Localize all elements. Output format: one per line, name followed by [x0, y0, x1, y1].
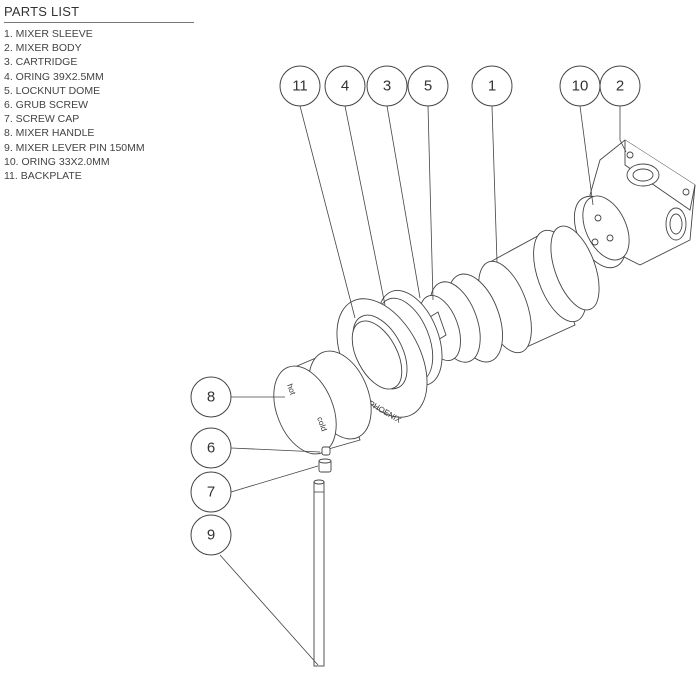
list-item: 8. MIXER HANDLE: [4, 127, 95, 140]
hot-marking: hot: [285, 383, 298, 397]
callout-8: 8: [190, 376, 232, 418]
list-item: 6. GRUB SCREW: [4, 99, 89, 112]
list-item: 7. SCREW CAP: [4, 113, 80, 126]
list-item: 9. MIXER LEVER PIN 150MM: [4, 141, 145, 154]
callout-11: 11: [279, 65, 321, 107]
callout-label: 2: [616, 78, 624, 95]
list-item: 10. ORING 33X2.0MM: [4, 155, 110, 168]
list-item: 5. LOCKNUT DOME: [4, 84, 101, 97]
callout-label: 7: [207, 484, 215, 501]
list-item: 4. ORING 39X2.5MM: [4, 70, 104, 83]
parts-list-items: 1. MIXER SLEEVE 2. MIXER BODY 3. CARTRID…: [4, 27, 194, 183]
callout-label: 5: [424, 78, 432, 95]
parts-list: PARTS LIST 1. MIXER SLEEVE 2. MIXER BODY…: [4, 4, 194, 183]
callout-label: 4: [341, 78, 349, 95]
callout-2: 2: [599, 65, 641, 107]
parts-list-title: PARTS LIST: [4, 4, 194, 23]
callout-label: 8: [207, 389, 215, 406]
grub-screw: [321, 446, 331, 456]
callout-9: 9: [190, 514, 232, 556]
screw-cap: [318, 458, 332, 473]
list-item: 2. MIXER BODY: [4, 42, 82, 55]
callout-label: 3: [383, 78, 391, 95]
leader-lines: [219, 105, 627, 666]
callout-label: 6: [207, 440, 215, 457]
callout-label: 1: [488, 78, 496, 95]
list-item: 11. BACKPLATE: [4, 170, 82, 183]
callout-6: 6: [190, 427, 232, 469]
callout-label: 10: [572, 78, 589, 95]
callout-7: 7: [190, 471, 232, 513]
callout-1: 1: [471, 65, 513, 107]
list-item: 3. CARTRIDGE: [4, 56, 78, 69]
mixer-lever-pin: [313, 479, 325, 667]
mixer-handle: hot cold: [273, 350, 372, 455]
callout-label: 9: [207, 527, 215, 544]
callout-label: 11: [292, 78, 308, 95]
list-item: 1. MIXER SLEEVE: [4, 28, 93, 40]
callout-5: 5: [407, 65, 449, 107]
callout-3: 3: [366, 65, 408, 107]
callout-10: 10: [559, 65, 601, 107]
callout-4: 4: [324, 65, 366, 107]
